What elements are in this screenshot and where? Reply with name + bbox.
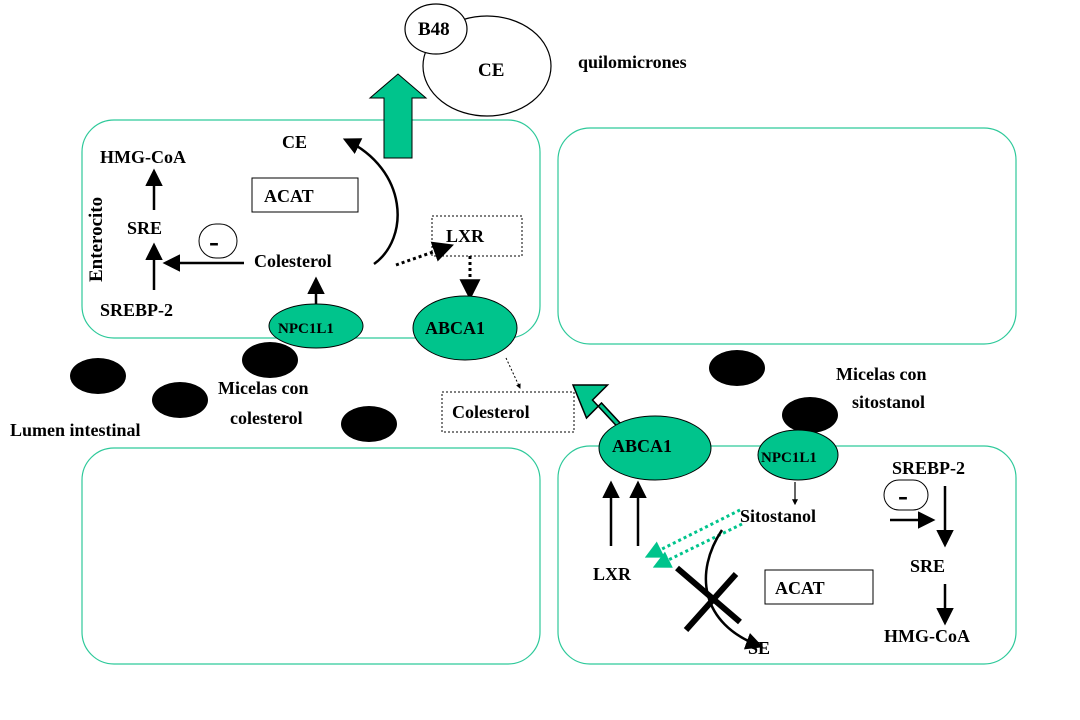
abca1-transporter-top xyxy=(412,295,518,361)
colesterol-label: Colesterol xyxy=(254,251,332,271)
abca1-transporter-bottom xyxy=(598,415,712,481)
lumen-intestinal-label: Lumen intestinal xyxy=(10,420,141,440)
npc1l1-label-top: NPC1L1 xyxy=(278,321,334,337)
cell-bottom-left xyxy=(81,447,541,665)
npc1l1-transporter-top xyxy=(268,303,364,349)
minus-sign: - xyxy=(209,225,219,258)
blocked-x-stroke-1 xyxy=(675,565,742,625)
hmg-coa-label: HMG-CoA xyxy=(100,147,186,167)
sitostanol-to-lxr-dotted-2 xyxy=(652,522,743,568)
acat-box xyxy=(251,177,359,213)
cell-top-right xyxy=(557,127,1017,345)
hmg-coa-label-bottom: HMG-CoA xyxy=(884,626,970,646)
micelas-colesterol-line1: Micelas con xyxy=(218,378,308,398)
micelle xyxy=(152,382,208,418)
quilomicrones-label: quilomicrones xyxy=(578,52,687,72)
b48-label: B48 xyxy=(418,19,450,40)
chylomicron-b48-circle xyxy=(404,3,468,55)
sre-label: SRE xyxy=(127,218,162,238)
micelle xyxy=(782,397,838,433)
abca1-label-bottom: ABCA1 xyxy=(612,436,672,456)
abca1-label-top: ABCA1 xyxy=(425,318,485,338)
srebp2-label: SREBP-2 xyxy=(100,300,173,320)
blocked-x-stroke-2 xyxy=(683,572,739,632)
micelas-sitostanol-line1: Micelas con xyxy=(836,364,926,384)
npc1l1-label-bottom: NPC1L1 xyxy=(761,450,817,466)
acat-label: ACAT xyxy=(264,186,314,206)
chylomicron-ce-label: CE xyxy=(478,60,504,81)
lumen-colesterol-box xyxy=(441,391,575,433)
sitostanol-to-se-curve xyxy=(704,529,764,650)
srebp2-label-bottom: SREBP-2 xyxy=(892,458,965,478)
ce-label: CE xyxy=(282,132,307,152)
se-label: SE xyxy=(748,638,770,658)
colesterol-to-ce-curve xyxy=(342,138,399,266)
minus-sign-bottom: - xyxy=(898,479,908,512)
micelle xyxy=(70,358,126,394)
minus-badge xyxy=(198,223,238,259)
lxr-label: LXR xyxy=(446,226,485,246)
enterocito-label: Enterocito xyxy=(86,197,107,282)
micelle xyxy=(341,406,397,442)
sre-label-bottom: SRE xyxy=(910,556,945,576)
export-up-arrow xyxy=(368,73,428,159)
micelas-colesterol-line2: colesterol xyxy=(230,408,303,428)
sitostanol-to-lxr-dotted-1 xyxy=(644,508,741,558)
acat-box-bottom xyxy=(764,569,874,605)
micelas-sitostanol-line2: sitostanol xyxy=(852,392,925,412)
abca1-efflux-thin-arrow xyxy=(505,357,521,389)
acat-label-bottom: ACAT xyxy=(775,578,825,598)
npc1l1-transporter-bottom xyxy=(757,429,839,481)
micelle xyxy=(242,342,298,378)
lxr-label-bottom: LXR xyxy=(593,564,632,584)
lumen-colesterol-label: Colesterol xyxy=(452,402,530,422)
minus-badge-bottom xyxy=(883,479,929,511)
micelle xyxy=(709,350,765,386)
sitostanol-label: Sitostanol xyxy=(740,506,816,526)
